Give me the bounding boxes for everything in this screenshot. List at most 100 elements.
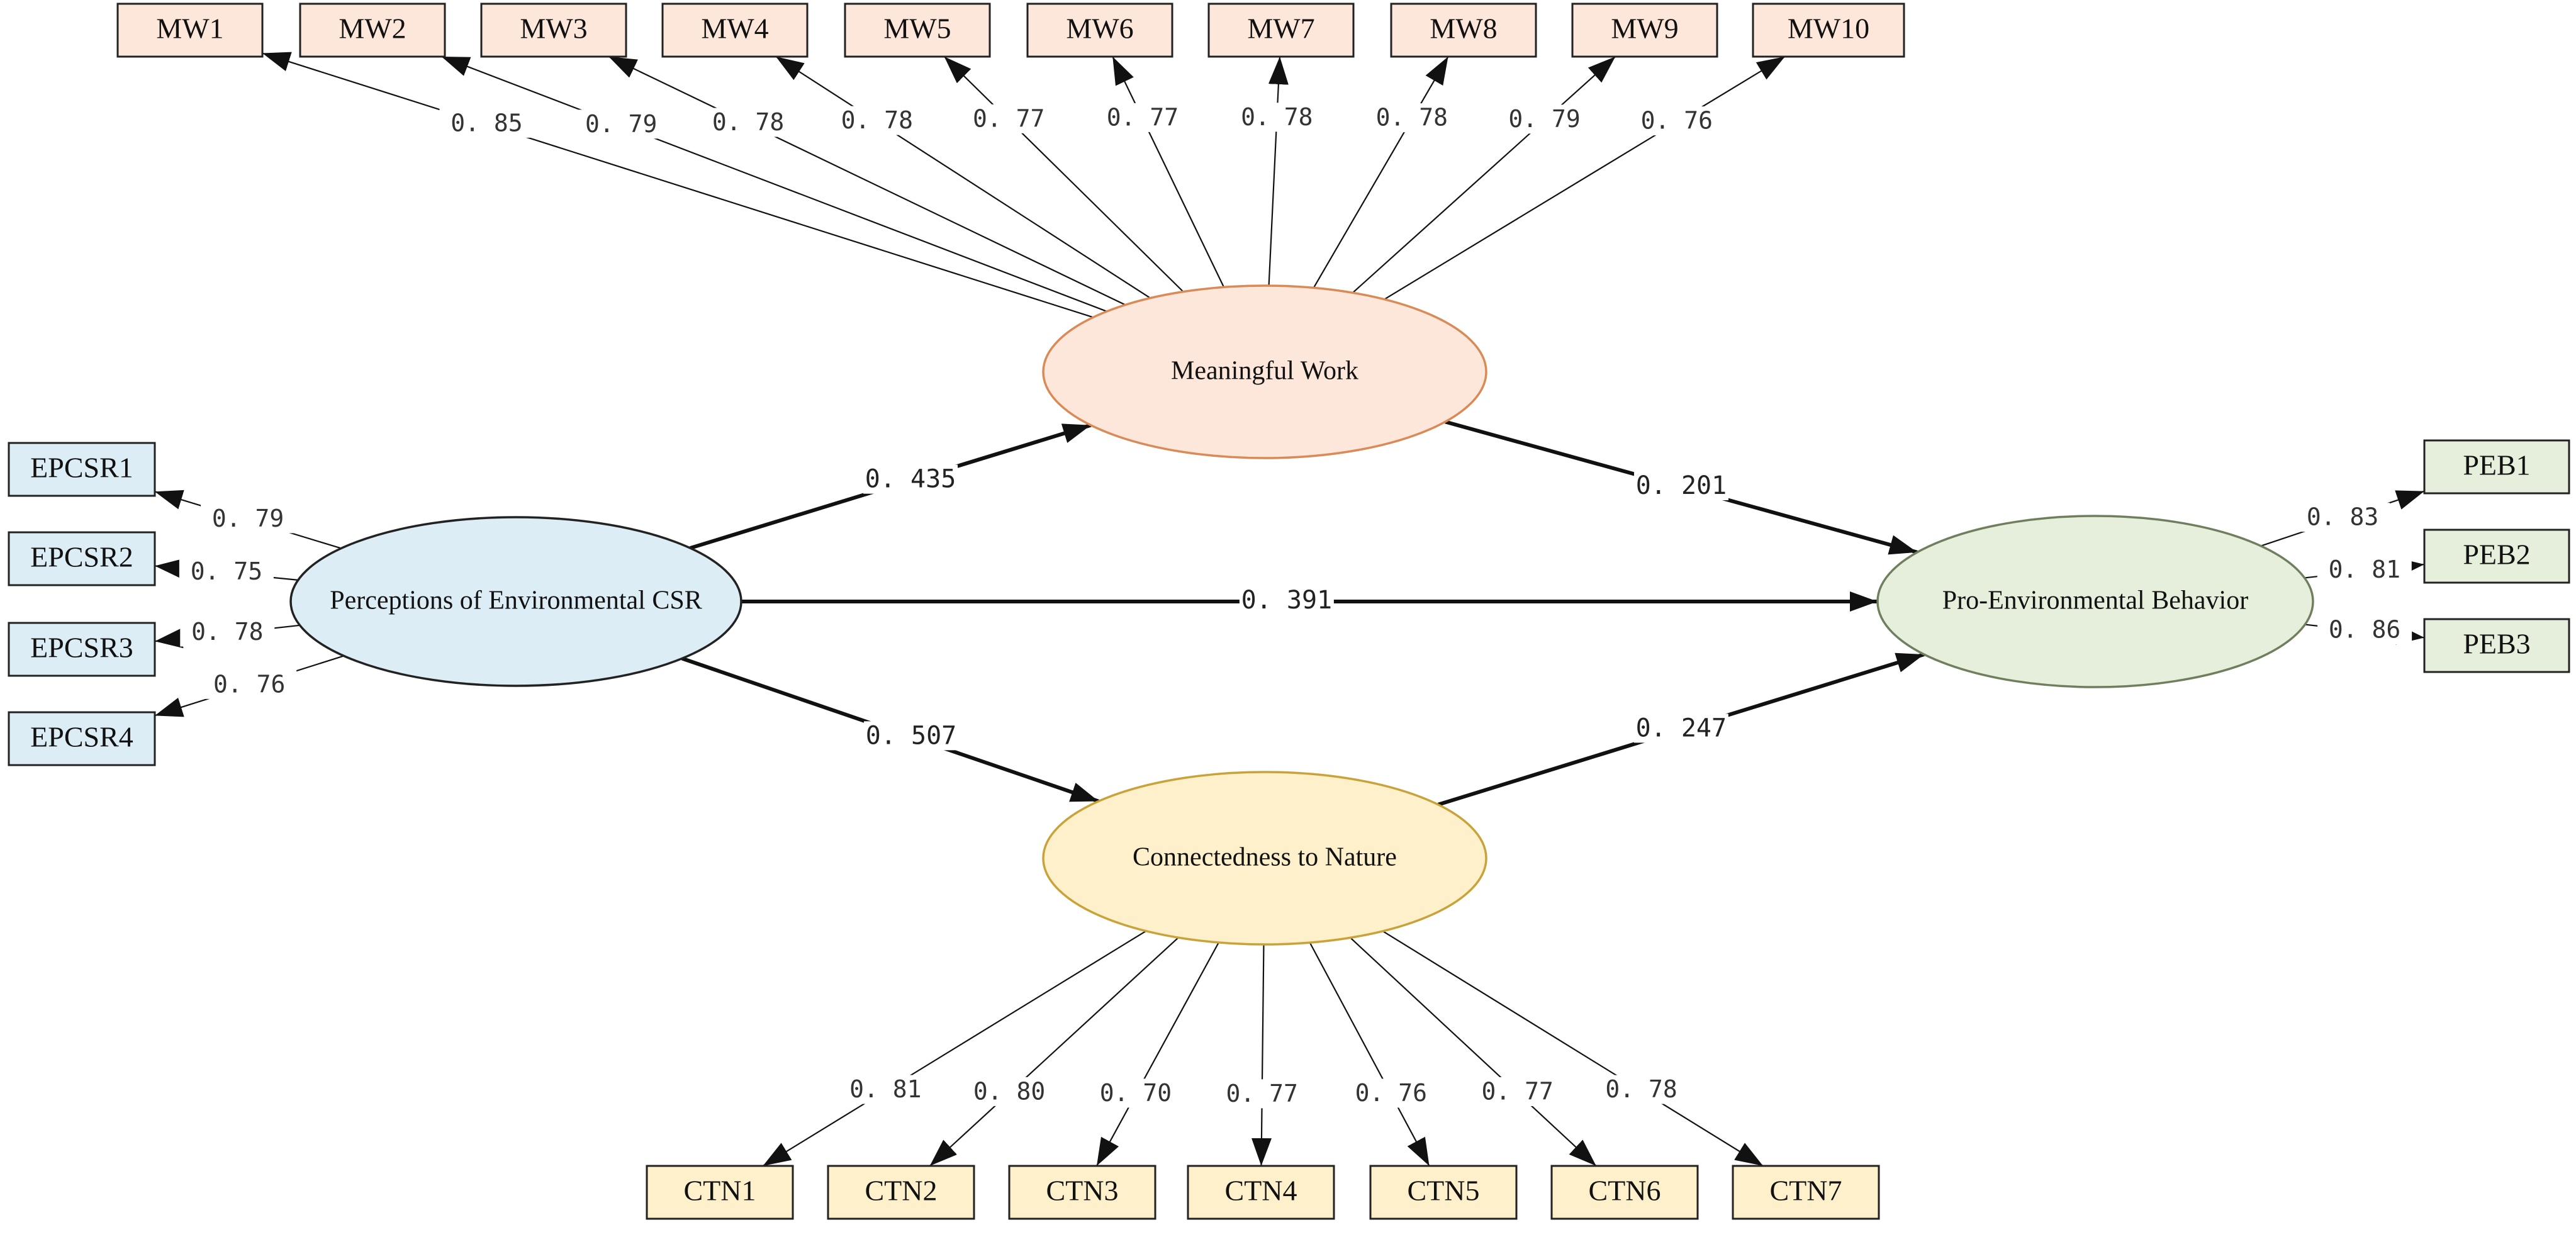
ctn-indicator-label-6: CTN6 [1589, 1175, 1661, 1207]
path-mw-peb-label: 0. 201 [1636, 471, 1727, 500]
ctn-loading-edge-4 [1251, 944, 1272, 1167]
csr-latent-ellipse [289, 516, 742, 687]
peb-indicator-label-2: PEB2 [2463, 539, 2530, 571]
mw-loading-edge-4 [775, 56, 1151, 299]
ctn-indicator-label-4: CTN4 [1225, 1175, 1297, 1207]
ctn-loading-label-5-bg [1343, 1078, 1438, 1108]
peb-loading-label-3: 0. 86 [2329, 615, 2400, 643]
peb-indicator-label-3: PEB3 [2463, 628, 2530, 660]
ctn-indicator-label-7: CTN7 [1770, 1175, 1842, 1207]
mw-indicator-box-4 [661, 3, 809, 58]
mw-indicator-box-10 [1752, 3, 1905, 58]
path-csr-mw-label: 0. 435 [865, 465, 956, 494]
ctn-loading-edge-6 [1350, 937, 1597, 1167]
mw-indicator-label-4: MW4 [701, 13, 768, 45]
csr-indicator-box-3 [8, 622, 156, 677]
mw-loading-label-5: 0. 77 [973, 104, 1044, 132]
mw-indicator-label-7: MW7 [1247, 13, 1314, 45]
mw-indicator-box-5 [844, 3, 991, 58]
ctn-loading-label-6-bg [1470, 1077, 1565, 1106]
csr-loading-label-3: 0. 78 [191, 618, 263, 646]
ctn-indicator-box-2 [827, 1165, 975, 1220]
path-csr-peb-label-bg [1239, 586, 1334, 615]
csr-indicator-box-2 [8, 531, 156, 586]
csr-indicator-box-4 [8, 711, 156, 766]
csr-loading-label-1: 0. 79 [212, 505, 284, 532]
peb-loading-label-3-bg [2317, 615, 2412, 644]
ctn-indicator-box-6 [1550, 1165, 1699, 1220]
mw-loading-label-2: 0. 79 [585, 110, 657, 138]
path-csr-mw-label-bg [863, 464, 958, 494]
ctn-indicator-box-3 [1008, 1165, 1156, 1220]
ctn-indicator-box-4 [1187, 1165, 1335, 1220]
ctn-loading-edge-1 [762, 930, 1146, 1167]
mw-loading-label-2-bg [574, 109, 669, 139]
peb-indicator-box-1 [2423, 439, 2570, 495]
ctn-loading-label-2: 0. 80 [973, 1077, 1045, 1105]
mw-loading-label-1-bg [439, 108, 534, 138]
mw-indicator-label-3: MW3 [520, 13, 587, 45]
ctn-indicator-label-3: CTN3 [1046, 1175, 1119, 1207]
csr-loading-label-2-bg [179, 557, 274, 586]
mw-latent-label: Meaningful Work [1171, 357, 1358, 386]
path-csr-peb-label: 0. 391 [1241, 586, 1333, 615]
ctn-loading-label-4: 0. 77 [1226, 1080, 1298, 1107]
peb-loading-label-1-bg [2295, 503, 2390, 532]
mw-indicator-label-2: MW2 [339, 13, 406, 45]
mw-loading-edge-10 [1384, 56, 1786, 300]
mw-indicator-box-9 [1571, 3, 1718, 58]
mw-loading-edge-5 [943, 56, 1184, 293]
ctn-loading-label-7: 0. 78 [1605, 1075, 1677, 1103]
mw-loading-label-9: 0. 79 [1508, 105, 1580, 133]
mw-indicator-label-1: MW1 [156, 13, 223, 45]
ctn-loading-label-5: 0. 76 [1355, 1079, 1427, 1107]
ctn-indicator-label-1: CTN1 [684, 1175, 756, 1207]
peb-latent-label: Pro-Environmental Behavior [1942, 586, 2248, 615]
csr-indicator-label-1: EPCSR1 [30, 452, 133, 484]
mw-loading-edge-3 [608, 56, 1126, 306]
ctn-loading-edge-7 [1382, 930, 1764, 1167]
path-ctn-peb-label: 0. 247 [1636, 714, 1727, 742]
mw-indicator-box-6 [1026, 3, 1173, 58]
mw-loading-edge-1 [262, 52, 1094, 318]
mw-loading-label-6: 0. 77 [1107, 103, 1179, 131]
mw-loading-label-7: 0. 78 [1241, 103, 1313, 131]
csr-loading-label-4: 0. 76 [213, 670, 285, 698]
peb-loading-label-2: 0. 81 [2329, 556, 2400, 583]
ctn-indicator-box-7 [1732, 1165, 1880, 1220]
ctn-loading-label-4-bg [1214, 1079, 1309, 1109]
csr-indicator-box-1 [8, 442, 156, 497]
path-csr-ctn-label: 0. 507 [866, 721, 957, 750]
ctn-loading-edge-3 [1095, 942, 1219, 1167]
ctn-loading-edge-2 [929, 937, 1179, 1167]
mw-loading-label-4: 0. 78 [841, 106, 913, 134]
mw-indicator-label-6: MW6 [1066, 13, 1133, 45]
ctn-loading-edge-5 [1309, 942, 1430, 1167]
mw-loading-label-10-bg [1629, 106, 1724, 136]
ctn-loading-label-1-bg [838, 1075, 933, 1104]
ctn-loading-label-6: 0. 77 [1482, 1077, 1554, 1105]
csr-loading-label-1-bg [201, 504, 296, 534]
csr-indicator-label-2: EPCSR2 [30, 541, 133, 573]
csr-indicator-label-3: EPCSR3 [30, 632, 133, 664]
mw-indicator-box-3 [480, 3, 627, 58]
mw-loading-label-8: 0. 78 [1376, 104, 1448, 132]
mw-indicator-box-7 [1207, 3, 1355, 58]
mw-loading-label-9-bg [1497, 104, 1592, 134]
mw-loading-label-3: 0. 78 [712, 108, 784, 136]
peb-indicator-label-1: PEB1 [2463, 449, 2530, 481]
mw-loading-edge-6 [1112, 56, 1225, 288]
mw-loading-edge-7 [1268, 56, 1289, 286]
ctn-indicator-box-1 [646, 1165, 794, 1220]
mw-indicator-box-2 [299, 3, 446, 58]
ctn-indicator-label-5: CTN5 [1408, 1175, 1480, 1207]
peb-loading-label-1: 0. 83 [2307, 503, 2378, 531]
csr-latent-label: Perceptions of Environmental CSR [330, 586, 702, 615]
ctn-indicator-label-2: CTN2 [865, 1175, 938, 1207]
mw-loading-label-7-bg [1229, 103, 1324, 132]
mw-indicator-label-10: MW10 [1788, 13, 1869, 45]
mw-indicator-box-1 [116, 3, 264, 58]
mw-loading-label-10: 0. 76 [1641, 107, 1713, 135]
